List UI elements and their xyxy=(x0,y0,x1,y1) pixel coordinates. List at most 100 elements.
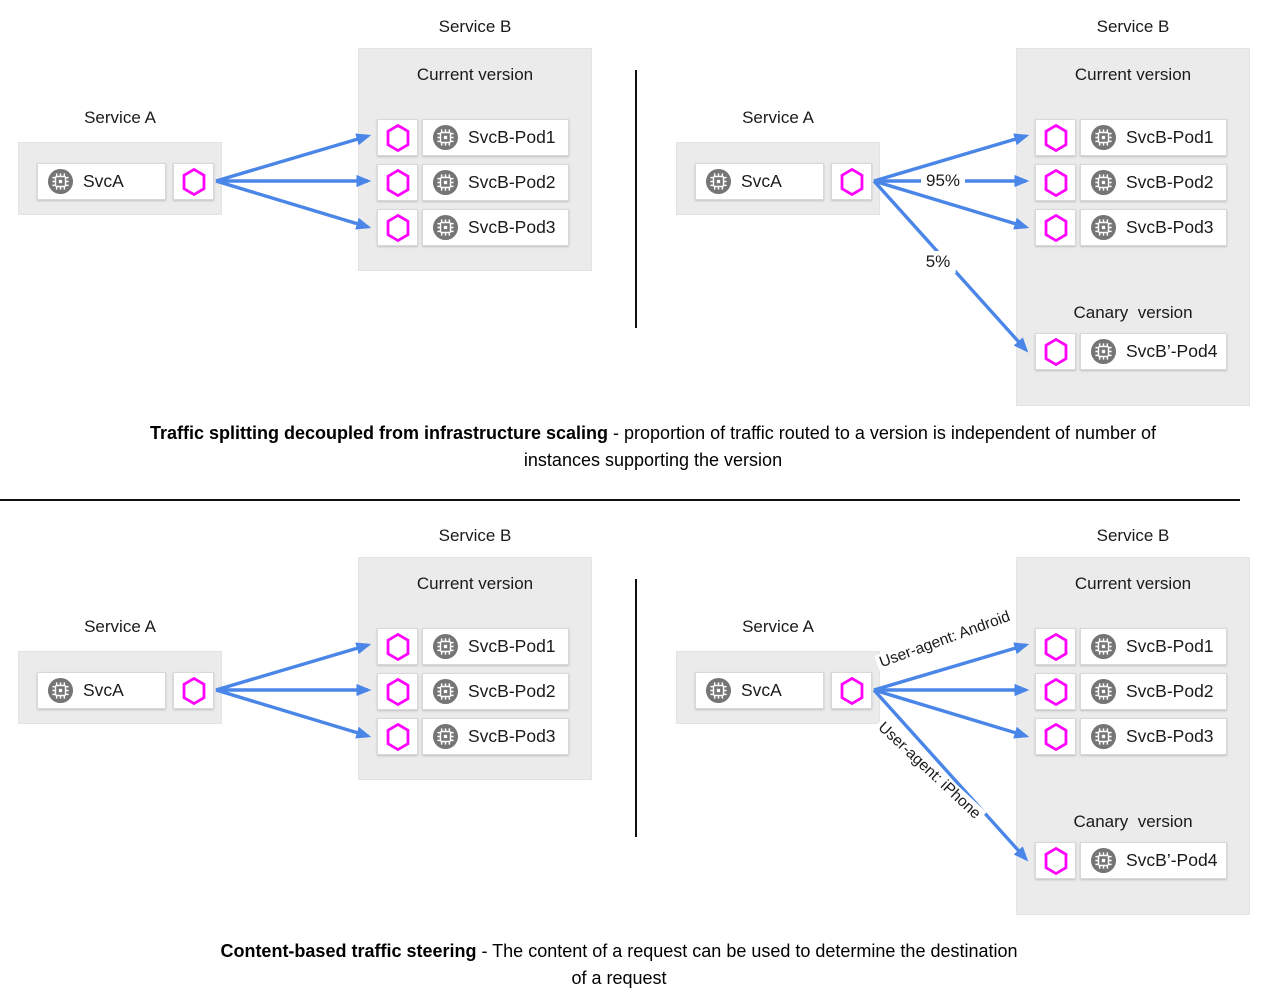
traffic-split-5-label: 5% xyxy=(920,251,956,273)
panel-divider-top xyxy=(635,70,637,328)
canary-version-title: Canary version xyxy=(1073,812,1193,831)
proxy-box xyxy=(377,718,418,755)
workload-chip-icon xyxy=(1090,723,1117,750)
proxy-box xyxy=(377,164,418,201)
pod-row: SvcB-Pod1 xyxy=(1080,119,1227,156)
workload-chip-icon xyxy=(1090,678,1117,705)
workload-chip-icon xyxy=(432,214,459,241)
pod-row-canary: SvcB’-Pod4 xyxy=(1080,333,1227,370)
pod-row: SvcB-Pod2 xyxy=(1080,673,1227,710)
svca-pod: SvcA xyxy=(695,672,824,709)
workload-chip-icon xyxy=(432,633,459,660)
proxy-box xyxy=(831,163,872,200)
workload-chip-icon xyxy=(1090,338,1117,365)
proxy-box xyxy=(173,163,214,200)
caption-bold-text: Content-based traffic steering xyxy=(220,941,477,961)
pod-label: SvcB-Pod1 xyxy=(468,636,556,656)
canary-version-title: Canary version xyxy=(1073,303,1193,322)
proxy-box xyxy=(173,672,214,709)
traffic-splitting-caption: Traffic splitting decoupled from infrast… xyxy=(133,420,1173,474)
pod-row-canary: SvcB’-Pod4 xyxy=(1080,842,1227,879)
service-b-title: Service B xyxy=(1096,17,1170,36)
service-a-panel: SvcA xyxy=(676,142,880,215)
pod-label: SvcB-Pod1 xyxy=(1126,636,1214,656)
proxy-hexagon-icon xyxy=(181,676,207,706)
content-steering-caption: Content-based traffic steering - The con… xyxy=(219,938,1019,992)
pod-label: SvcA xyxy=(83,171,124,191)
current-version-title: Current version xyxy=(416,65,534,84)
service-b-title: Service B xyxy=(438,526,512,545)
pod-label: SvcA xyxy=(741,680,782,700)
workload-chip-icon xyxy=(432,124,459,151)
pod-label: SvcB’-Pod4 xyxy=(1126,850,1218,870)
svca-pod: SvcA xyxy=(37,672,166,709)
proxy-hexagon-icon xyxy=(1043,123,1069,153)
pod-row: SvcB-Pod1 xyxy=(1080,628,1227,665)
svca-pod: SvcA xyxy=(695,163,824,200)
proxy-box xyxy=(1035,119,1076,156)
proxy-hexagon-icon xyxy=(385,168,411,198)
user-agent-iphone-label: User-agent: iPhone xyxy=(871,716,987,826)
proxy-hexagon-icon xyxy=(839,676,865,706)
proxy-hexagon-icon xyxy=(385,123,411,153)
workload-chip-icon xyxy=(1090,633,1117,660)
proxy-hexagon-icon xyxy=(385,632,411,662)
pod-label: SvcB-Pod1 xyxy=(1126,127,1214,147)
proxy-hexagon-icon xyxy=(181,167,207,197)
proxy-box xyxy=(831,672,872,709)
pod-row: SvcB-Pod2 xyxy=(422,673,569,710)
pod-label: SvcB’-Pod4 xyxy=(1126,341,1218,361)
service-b-panel: Current version SvcB-Pod1 SvcB-Pod2 SvcB… xyxy=(358,48,592,271)
service-a-panel: SvcA xyxy=(18,651,222,724)
proxy-hexagon-icon xyxy=(1043,677,1069,707)
pod-row: SvcB-Pod3 xyxy=(1080,718,1227,755)
proxy-hexagon-icon xyxy=(1043,337,1069,367)
service-a-title: Service A xyxy=(84,617,156,636)
pod-row: SvcB-Pod2 xyxy=(1080,164,1227,201)
proxy-box xyxy=(377,628,418,665)
service-a-title: Service A xyxy=(84,108,156,127)
workload-chip-icon xyxy=(1090,847,1117,874)
user-agent-android-label: User-agent: Android xyxy=(874,606,1016,674)
proxy-box xyxy=(1035,628,1076,665)
traffic-split-95-label: 95% xyxy=(920,170,966,192)
pod-label: SvcA xyxy=(741,171,782,191)
workload-chip-icon xyxy=(1090,169,1117,196)
service-b-panel: Current version SvcB-Pod1 SvcB-Pod2 SvcB… xyxy=(358,557,592,780)
proxy-hexagon-icon xyxy=(1043,213,1069,243)
pod-label: SvcB-Pod2 xyxy=(468,681,556,701)
pod-row: SvcB-Pod3 xyxy=(422,209,569,246)
section-separator xyxy=(0,499,1240,501)
proxy-hexagon-icon xyxy=(1043,632,1069,662)
proxy-box xyxy=(377,209,418,246)
svca-pod: SvcA xyxy=(37,163,166,200)
caption-regular-text: - proportion of traffic routed to a vers… xyxy=(523,423,1157,470)
workload-chip-icon xyxy=(1090,124,1117,151)
service-a-title: Service A xyxy=(742,108,814,127)
pod-label: SvcB-Pod2 xyxy=(1126,172,1214,192)
proxy-box xyxy=(1035,718,1076,755)
pod-label: SvcA xyxy=(83,680,124,700)
pod-label: SvcB-Pod3 xyxy=(1126,726,1214,746)
pod-label: SvcB-Pod2 xyxy=(468,172,556,192)
service-b-title: Service B xyxy=(438,17,512,36)
proxy-hexagon-icon xyxy=(1043,846,1069,876)
workload-chip-icon xyxy=(432,678,459,705)
pod-label: SvcB-Pod1 xyxy=(468,127,556,147)
workload-chip-icon xyxy=(1090,214,1117,241)
service-b-title: Service B xyxy=(1096,526,1170,545)
pod-label: SvcB-Pod3 xyxy=(468,217,556,237)
proxy-hexagon-icon xyxy=(1043,168,1069,198)
service-a-panel: SvcA xyxy=(676,651,880,724)
proxy-box xyxy=(1035,842,1076,879)
service-b-panel: Current version SvcB-Pod1 SvcB-Pod2 SvcB… xyxy=(1016,557,1250,915)
pod-label: SvcB-Pod3 xyxy=(1126,217,1214,237)
proxy-hexagon-icon xyxy=(1043,722,1069,752)
proxy-box xyxy=(377,119,418,156)
pod-row: SvcB-Pod1 xyxy=(422,628,569,665)
workload-chip-icon xyxy=(705,168,732,195)
workload-chip-icon xyxy=(47,677,74,704)
proxy-hexagon-icon xyxy=(385,213,411,243)
proxy-box xyxy=(1035,673,1076,710)
